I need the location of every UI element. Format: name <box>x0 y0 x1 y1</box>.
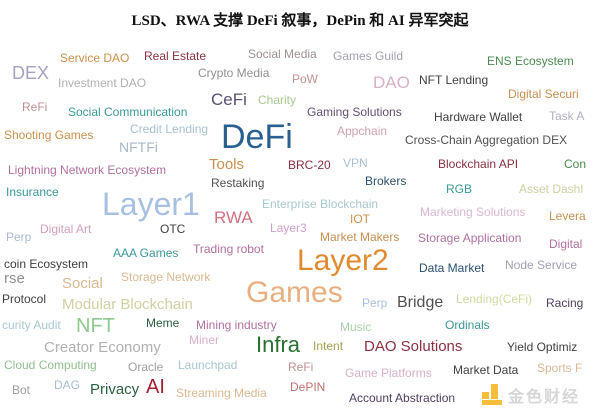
word: Task A <box>549 109 585 123</box>
word: Streaming Media <box>176 386 267 400</box>
word: Game Platforms <box>345 366 432 380</box>
word: curity Audit <box>2 318 61 332</box>
word: Ordinals <box>445 318 490 332</box>
word: Shooting Games <box>4 128 94 142</box>
word: Charity <box>258 93 297 107</box>
word: Con <box>564 157 587 171</box>
word: Storage Network <box>121 270 211 284</box>
word: Bridge <box>397 294 444 311</box>
word: Real Estate <box>144 49 207 63</box>
word: NFT Lending <box>419 73 489 87</box>
word: Tools <box>209 156 245 173</box>
word: coin Ecosystem <box>4 257 89 271</box>
word: Cross-Chain Aggregation DEX <box>405 133 568 147</box>
word: Miner <box>189 333 220 347</box>
word: Market Makers <box>320 230 400 244</box>
word: Yield Optimiz <box>507 340 578 354</box>
word: Gaming Solutions <box>307 105 402 119</box>
word: Racing <box>546 296 584 310</box>
word: Data Market <box>419 261 485 275</box>
word: Digital <box>549 237 583 251</box>
word: DePIN <box>290 380 326 394</box>
word: Bot <box>12 383 31 397</box>
word: CeFi <box>211 90 247 109</box>
word: NFT <box>76 315 115 337</box>
word: Brokers <box>365 174 407 188</box>
word: AAA Games <box>113 246 179 260</box>
word: Cloud Computing <box>4 358 97 372</box>
word: Blockchain API <box>438 157 519 171</box>
word: Games Guild <box>333 49 404 63</box>
word: Social Communication <box>68 105 188 119</box>
word: Social Media <box>248 47 317 61</box>
word: Modular Blockchain <box>62 296 193 313</box>
word: Perp <box>362 296 388 310</box>
word: Insurance <box>6 185 59 199</box>
word: AI <box>146 376 165 398</box>
word: Levera <box>549 209 586 223</box>
word: Mining industry <box>196 318 277 332</box>
word: Appchain <box>337 124 388 138</box>
watermark-logo: 金色财经 <box>482 383 580 407</box>
word: NFTFi <box>119 139 158 155</box>
word: Lending(CeFi) <box>456 292 533 306</box>
word: ReFi <box>288 360 314 374</box>
word: Layer1 <box>102 186 200 222</box>
word: BRC-20 <box>288 158 331 172</box>
word: Digital Securi <box>508 87 579 101</box>
word: Meme <box>146 316 180 330</box>
word: Privacy <box>90 381 140 398</box>
word: Launchpad <box>178 358 238 372</box>
word: Layer2 <box>297 244 389 277</box>
word: VPN <box>343 156 368 170</box>
word: IOT <box>350 212 370 226</box>
word: DeFi <box>221 118 293 156</box>
word: Sports F <box>537 361 583 375</box>
word: rse <box>4 270 25 287</box>
word: Market Data <box>453 363 519 377</box>
word: Games <box>246 276 343 309</box>
word: RGB <box>446 182 473 196</box>
word: Music <box>340 320 372 334</box>
word: Layer3 <box>270 221 307 235</box>
word: Enterprise Blockchain <box>262 197 379 211</box>
watermark-text: 金色财经 <box>508 389 581 406</box>
word: Intent <box>313 339 344 353</box>
word: Restaking <box>211 176 265 190</box>
word: Crypto Media <box>198 66 270 80</box>
chart-title: LSD、RWA 支撑 DeFi 叙事，DePin 和 AI 异军突起 <box>131 13 469 29</box>
word: Lightning Network Ecosystem <box>8 163 167 177</box>
word: Account Abstraction <box>349 391 456 405</box>
word: Investment DAO <box>58 76 147 90</box>
word: PoW <box>292 72 319 86</box>
word: Protocol <box>2 292 47 306</box>
word: Credit Lending <box>130 122 209 136</box>
word: Infra <box>256 332 301 357</box>
word: ReFi <box>22 100 48 114</box>
word: Oracle <box>128 360 164 374</box>
word: OTC <box>160 222 186 236</box>
word: Trading robot <box>193 242 264 256</box>
word: Node Service <box>505 258 578 272</box>
word: Marketing Solutions <box>420 205 526 219</box>
word: DAG <box>54 378 81 392</box>
word: Asset Dashl <box>519 182 584 196</box>
jinse-logo-icon <box>482 384 504 406</box>
word: DEX <box>12 63 50 83</box>
word: Storage Application <box>418 231 522 245</box>
word: DAO Solutions <box>364 338 463 355</box>
word: RWA <box>214 208 253 227</box>
word: Creator Economy <box>44 339 161 356</box>
word: Perp <box>6 230 32 244</box>
word: DAO <box>373 73 410 92</box>
word: Service DAO <box>60 51 130 65</box>
word: ENS Ecosystem <box>487 54 574 68</box>
word: Social <box>62 275 103 292</box>
word: Digital Art <box>40 222 92 236</box>
word: Hardware Wallet <box>434 110 523 124</box>
